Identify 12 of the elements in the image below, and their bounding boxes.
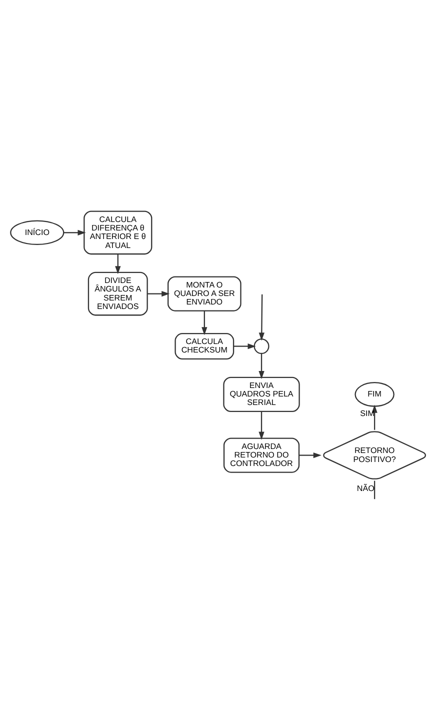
arrow (299, 452, 322, 458)
arrow (258, 411, 264, 440)
arrow (147, 290, 170, 297)
node-circle (254, 338, 270, 354)
arrow (115, 254, 121, 274)
arrow (372, 404, 378, 430)
arrow (64, 230, 86, 236)
arrow (258, 294, 264, 341)
arrow (258, 354, 264, 380)
arrow (234, 343, 256, 350)
arrow (202, 310, 208, 336)
connector (374, 480, 376, 500)
